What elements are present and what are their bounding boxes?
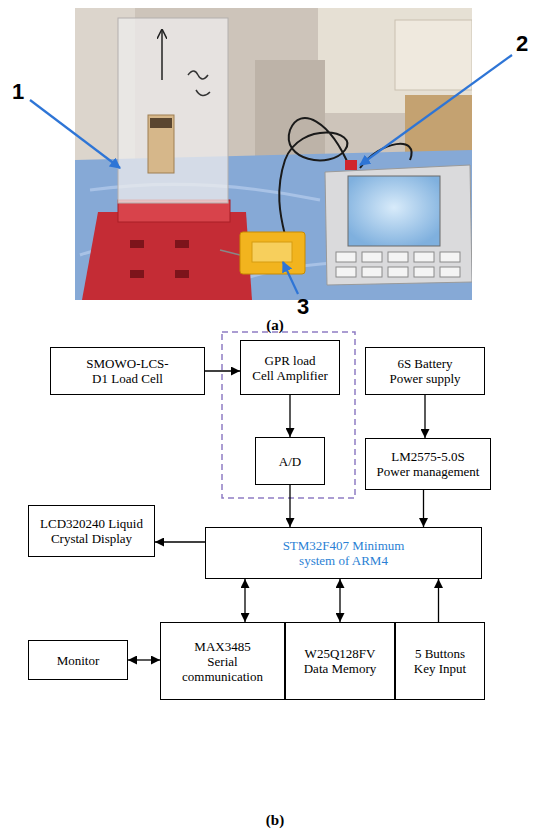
box-label: SMOWO-LCS-D1 Load Cell <box>70 356 185 386</box>
lcd-screen <box>348 176 440 246</box>
buttons <box>336 252 460 277</box>
callout-arrow <box>283 262 298 294</box>
button <box>440 267 460 277</box>
signal-arrow <box>438 579 439 622</box>
process-box: A/D <box>255 437 325 485</box>
base-hole <box>130 270 144 278</box>
button <box>440 252 460 262</box>
button <box>336 267 356 277</box>
signal-arrow <box>424 395 425 438</box>
box-label: GPR load Cell Amplifier <box>246 353 334 383</box>
box-label: LCD320240 Liquid Crystal Display <box>32 516 151 546</box>
box-label: W25Q128FV Data Memory <box>300 646 380 676</box>
callout-arrow <box>30 100 120 168</box>
panel-label: (b) <box>266 812 284 829</box>
panel-label: (a) <box>266 317 284 334</box>
red-base <box>82 212 252 300</box>
process-box: MAX3485 Serial communication <box>160 622 285 700</box>
box-label: STM32F407 Minimum system of ARM4 <box>256 538 431 568</box>
base-hole <box>175 270 189 278</box>
process-box: STM32F407 Minimum system of ARM4 <box>205 527 482 579</box>
test-object-cap <box>150 118 172 128</box>
box-label: 6S Battery Power supply <box>384 356 466 386</box>
box-label: A/D <box>279 454 301 469</box>
callout-number: 1 <box>12 79 24 105</box>
button <box>336 252 356 262</box>
signal-arrow <box>155 541 205 542</box>
amplifier-box <box>240 232 305 274</box>
callout-arrow <box>360 55 512 165</box>
pen-arrow <box>161 30 163 80</box>
signal-arrow <box>339 579 340 622</box>
process-box: 5 Buttons Key Input <box>395 622 485 700</box>
button <box>388 252 408 262</box>
cable <box>220 250 240 255</box>
base-hole <box>130 240 144 248</box>
carton-label <box>395 20 472 90</box>
button <box>362 252 382 262</box>
process-box: GPR load Cell Amplifier <box>240 340 340 395</box>
signal-arrow <box>128 659 160 660</box>
base-hole <box>175 240 189 248</box>
box-label: 5 Buttons Key Input <box>409 646 471 676</box>
signal-arrow <box>289 395 290 437</box>
controller-case <box>325 165 472 285</box>
process-box: LCD320240 Liquid Crystal Display <box>28 505 155 557</box>
process-box: LM2575-5.0S Power management <box>365 438 491 490</box>
signal-arrow <box>244 579 245 622</box>
signal-arrow <box>289 485 290 527</box>
pen-mark <box>188 71 210 96</box>
acrylic-plate <box>118 18 228 203</box>
amplifier-label <box>252 242 292 262</box>
photo <box>75 8 472 300</box>
red-connector <box>345 160 357 170</box>
signal-arrow <box>423 490 424 527</box>
dashed-group <box>222 332 355 498</box>
process-box: Monitor <box>28 640 128 680</box>
shadow <box>255 60 325 170</box>
box-label: MAX3485 Serial communication <box>180 639 265 684</box>
box-label: LM2575-5.0S Power management <box>375 449 481 479</box>
test-object <box>148 115 174 173</box>
process-box: SMOWO-LCS-D1 Load Cell <box>50 347 205 395</box>
process-box: W25Q128FV Data Memory <box>285 622 395 700</box>
button <box>414 252 434 262</box>
wall <box>75 8 472 300</box>
button <box>388 267 408 277</box>
box-label: Monitor <box>57 653 100 668</box>
process-box: 6S Battery Power supply <box>365 347 485 395</box>
callout-number: 3 <box>297 294 309 320</box>
button <box>414 267 434 277</box>
button <box>362 267 382 277</box>
callout-number: 2 <box>516 31 528 57</box>
signal-arrow <box>205 370 240 371</box>
